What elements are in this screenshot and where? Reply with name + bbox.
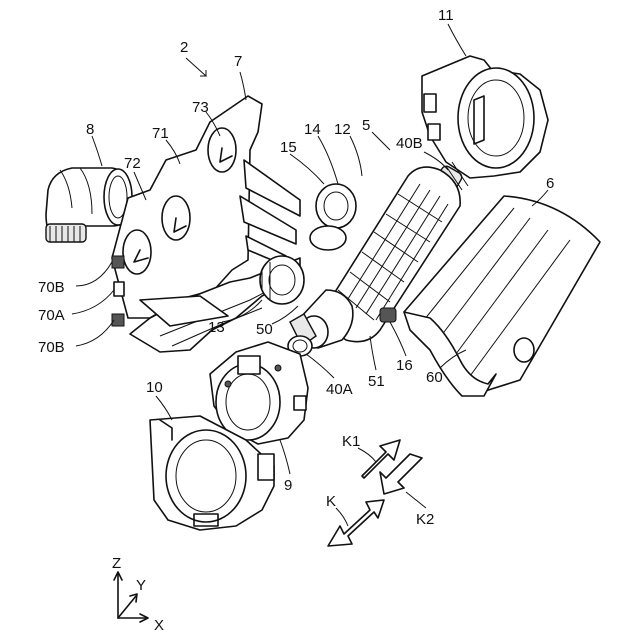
flow-arrow-k2: [380, 454, 422, 494]
label-2: 2: [180, 39, 188, 56]
label-16: 16: [396, 357, 413, 374]
label-40a: 40A: [326, 381, 353, 398]
base-bracket-part-2: [112, 96, 300, 352]
label-71: 71: [152, 125, 169, 142]
label-8: 8: [86, 121, 94, 138]
label-14: 14: [304, 121, 321, 138]
label-k1: K1: [342, 433, 360, 450]
axis-label-z: Z: [112, 555, 121, 572]
label-13: 13: [208, 319, 225, 336]
label-70b-top: 70B: [38, 279, 65, 296]
label-9: 9: [284, 477, 292, 494]
label-k: K: [326, 493, 336, 510]
label-7: 7: [234, 53, 242, 70]
label-60: 60: [426, 369, 443, 386]
label-10: 10: [146, 379, 163, 396]
label-72: 72: [124, 155, 141, 172]
flow-arrow-k: [328, 500, 384, 546]
label-51: 51: [368, 373, 385, 390]
axis-label-y: Y: [136, 577, 146, 594]
label-40b: 40B: [396, 135, 423, 152]
label-11: 11: [438, 7, 454, 24]
label-15: 15: [280, 139, 297, 156]
label-70a: 70A: [38, 307, 65, 324]
label-12: 12: [334, 121, 351, 138]
label-5: 5: [362, 117, 370, 134]
label-k2: K2: [416, 511, 434, 528]
label-6: 6: [546, 175, 554, 192]
axis-label-x: X: [154, 617, 164, 634]
label-73: 73: [192, 99, 209, 116]
socket-cap-part-11: [422, 56, 548, 178]
label-70b-bottom: 70B: [38, 339, 65, 356]
label-50: 50: [256, 321, 273, 338]
